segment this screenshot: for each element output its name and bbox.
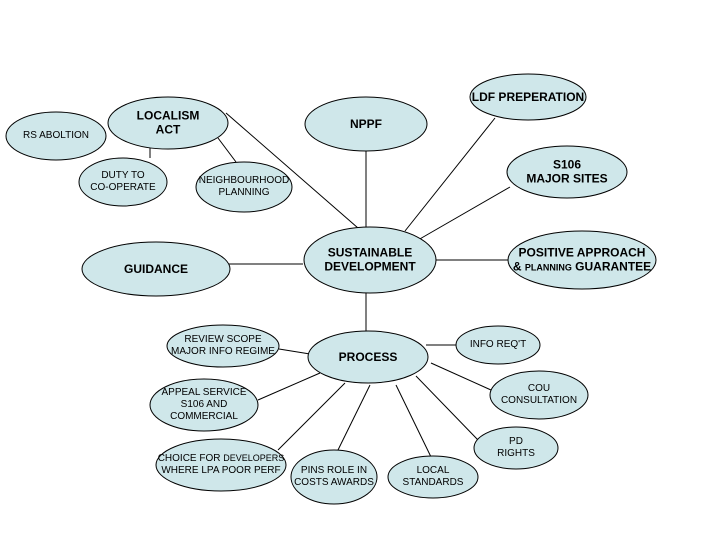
node-sustainable-development-shape [303, 226, 437, 294]
choice-line-2: WHERE LPA POOR PERF [161, 465, 281, 476]
positive-line-2: & PLANNING GUARANTEE [513, 260, 651, 274]
node-nppf-shape [304, 96, 428, 152]
review-line-2: MAJOR INFO REGIME [171, 346, 275, 357]
node-positive-approach-shape [507, 230, 657, 290]
review-line-1: REVIEW SCOPE [184, 334, 262, 345]
node-localism-act-shape [107, 96, 229, 150]
center-line-1: SUSTAINABLE [327, 245, 413, 260]
process-line-1: PROCESS [338, 349, 398, 364]
edge-localism-neighbourhood [217, 137, 237, 163]
edge-center-ldf [404, 117, 496, 232]
node-duty-label: DUTY TO CO-OPERATE [90, 170, 155, 194]
choice-line-1: CHOICE FOR DEVELOPERS [158, 453, 285, 465]
node-localism-act-label: LOCALISM ACT [137, 109, 200, 138]
positive-line-2-guarantee: GUARANTEE [571, 260, 652, 274]
neighbourhood-line-2: PLANNING [218, 187, 270, 198]
appeal-line-1: APPEAL SERVICE [161, 387, 247, 398]
node-appeal-shape [149, 378, 259, 432]
rs-abolition-line-1: RS ABOLTION [23, 130, 89, 141]
node-process-label: PROCESS [339, 350, 398, 364]
node-rs-abolition-label: RS ABOLTION [23, 130, 89, 142]
appeal-line-2: S106 AND [180, 399, 228, 410]
ldf-line-1: LDF PREPERATION [471, 89, 585, 104]
node-positive-approach-label: POSITIVE APPROACH & PLANNING GUARANTEE [513, 246, 651, 275]
s106-major-line-1: S106 [552, 157, 582, 172]
node-info-req-shape [455, 325, 541, 365]
node-duty-shape [78, 157, 168, 207]
positive-line-1: POSITIVE APPROACH [518, 245, 646, 260]
node-choice-shape [155, 438, 287, 492]
neighbourhood-line-1: NEIGHBOURHOOD [198, 175, 290, 186]
localism-line-2: ACT [155, 123, 181, 137]
node-pd-rights-label: PD RIGHTS [497, 436, 535, 460]
choice-line-1-a: CHOICE FOR [157, 453, 224, 464]
node-neighbourhood-shape [195, 161, 293, 213]
node-info-req-label: INFO REQ'T [470, 339, 526, 351]
node-review-label: REVIEW SCOPE MAJOR INFO REGIME [171, 334, 275, 358]
node-local-standards-label: LOCAL STANDARDS [403, 465, 464, 489]
local-standards-line-2: STANDARDS [402, 477, 464, 488]
appeal-line-3: COMMERCIAL [170, 411, 238, 422]
duty-line-1: DUTY TO [101, 170, 145, 181]
duty-line-2: CO-OPERATE [90, 182, 156, 193]
pd-rights-line-1: PD [509, 436, 523, 447]
node-sustainable-development-label: SUSTAINABLE DEVELOPMENT [324, 246, 415, 275]
node-appeal-label: APPEAL SERVICE S106 AND COMMERCIAL [161, 387, 246, 423]
node-guidance-label: GUIDANCE [124, 262, 188, 276]
choice-line-1-developers: DEVELOPERS [223, 453, 285, 463]
node-nppf-label: NPPF [350, 117, 382, 131]
info-req-line-1: INFO REQ'T [469, 339, 527, 350]
node-process-shape [307, 330, 429, 384]
edge-process-choice [277, 382, 346, 451]
node-pd-rights-shape [473, 426, 559, 470]
guidance-line-1: GUIDANCE [123, 261, 189, 276]
localism-line-1: LOCALISM [136, 108, 200, 123]
node-ldf-shape [469, 73, 587, 121]
node-guidance-shape [81, 241, 231, 297]
node-s106-major-label: S106 MAJOR SITES [526, 158, 607, 187]
center-line-2: DEVELOPMENT [324, 260, 416, 274]
pins-line-2: COSTS AWARDS [294, 477, 374, 488]
edge-process-pd [415, 375, 479, 441]
node-local-standards-shape [387, 455, 479, 499]
node-pins-label: PINS ROLE IN COSTS AWARDS [294, 465, 374, 489]
pins-line-1: PINS ROLE IN [300, 465, 368, 476]
edge-process-cou [430, 362, 492, 391]
node-pins-shape [290, 449, 378, 505]
s106-major-line-2: MAJOR SITES [526, 172, 608, 186]
cou-line-1: COU [527, 383, 551, 394]
node-review-shape [166, 324, 280, 368]
node-s106-major-shape [506, 145, 628, 199]
local-standards-line-1: LOCAL [416, 465, 450, 476]
cou-line-2: CONSULTATION [500, 395, 578, 406]
node-cou-shape [489, 370, 589, 420]
edge-center-s106 [417, 186, 511, 241]
node-ldf-label: LDF PREPERATION [472, 90, 584, 104]
edge-process-local [395, 384, 433, 460]
node-neighbourhood-label: NEIGHBOURHOOD PLANNING [199, 175, 290, 199]
edge-process-review [278, 348, 311, 355]
nppf-line-1: NPPF [349, 116, 383, 131]
positive-line-2-planning: PLANNING [524, 263, 572, 273]
positive-line-2-amp: & [512, 260, 525, 274]
edge-center-localism [225, 112, 359, 229]
pd-rights-line-2: RIGHTS [497, 448, 535, 459]
node-choice-label: CHOICE FOR DEVELOPERS WHERE LPA POOR PER… [158, 453, 285, 477]
edge-process-appeal [257, 372, 321, 401]
node-cou-label: COU CONSULTATION [501, 383, 577, 407]
node-rs-abolition-shape [5, 111, 107, 161]
edge-process-pins [336, 384, 371, 453]
